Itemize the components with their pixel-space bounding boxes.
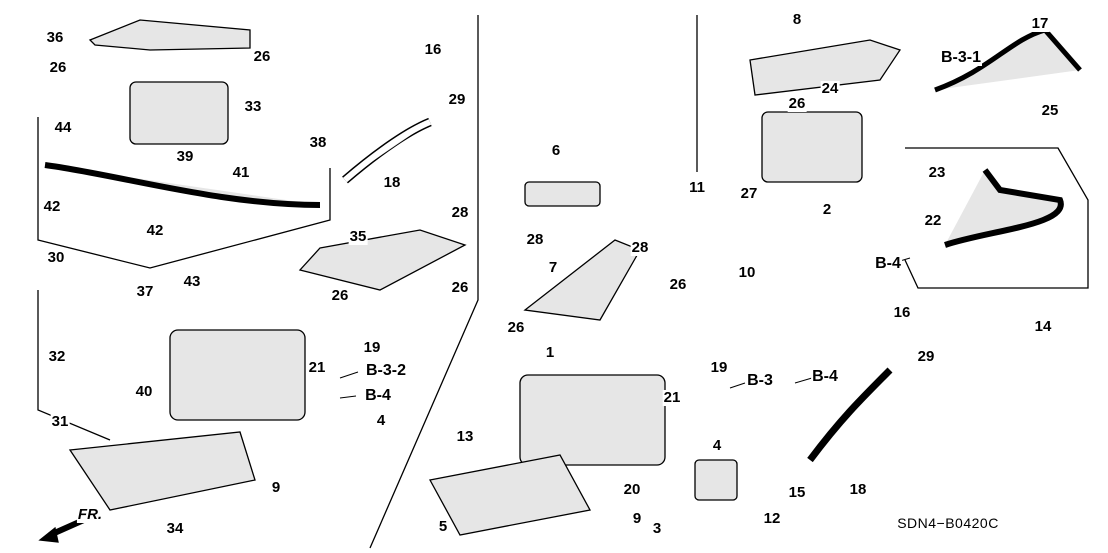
part-callout: 2	[821, 201, 833, 218]
reference-callout: B-3	[746, 372, 774, 389]
front-direction-label: FR.	[76, 506, 104, 523]
part-callout: 13	[455, 428, 475, 445]
part-callout: 29	[916, 348, 936, 365]
hose-part	[807, 367, 893, 463]
part-callout: 9	[631, 510, 643, 527]
part-callout: 34	[165, 520, 185, 537]
reference-callout: B-4	[364, 387, 392, 404]
part-callout: 36	[45, 29, 65, 46]
part-callout: 26	[48, 59, 68, 76]
part-callout: 37	[135, 283, 155, 300]
part-callout: 11	[688, 179, 706, 196]
bracket-part	[88, 19, 251, 51]
part-callout: 35	[348, 228, 368, 245]
hose-part	[343, 119, 432, 183]
part-callout: 12	[762, 510, 782, 527]
part-callout: 42	[42, 198, 62, 215]
reference-callout: B-3-1	[939, 49, 983, 66]
reference-callout: B-3-2	[364, 362, 408, 379]
part-callout: 40	[134, 383, 154, 400]
part-callout: 21	[307, 359, 327, 376]
part-callout: 26	[506, 319, 526, 336]
part-callout: 19	[709, 359, 729, 376]
part-callout: 9	[270, 479, 282, 496]
part-callout: 16	[423, 41, 443, 58]
reference-arrow	[339, 257, 911, 399]
canister-part	[761, 111, 863, 183]
part-callout: 6	[550, 142, 562, 159]
part-callout: 18	[848, 481, 868, 498]
part-callout: 4	[375, 412, 387, 429]
part-callout: 27	[739, 185, 759, 202]
part-callout: 29	[447, 91, 467, 108]
canister-part	[519, 374, 666, 466]
front-arrow-head	[38, 526, 59, 543]
part-callout: 8	[791, 11, 803, 28]
part-callout: 28	[450, 204, 470, 221]
part-callout: 43	[182, 273, 202, 290]
part-callout: 20	[622, 481, 642, 498]
part-callout: 23	[927, 164, 947, 181]
part-callout: 38	[308, 134, 328, 151]
part-callout: 5	[437, 518, 449, 535]
part-callout: 26	[330, 287, 350, 304]
bracket-part	[298, 229, 467, 291]
cover-part	[429, 454, 591, 536]
part-callout: 44	[53, 119, 73, 136]
part-callout: 41	[231, 164, 251, 181]
part-callout: 24	[820, 80, 840, 97]
part-callout: 28	[630, 239, 650, 256]
diagram-code: SDN4−B0420C	[896, 515, 1000, 531]
part-callout: 14	[1033, 318, 1053, 335]
part-callout: 42	[145, 222, 165, 239]
canister-part	[169, 329, 306, 421]
part-callout: 3	[651, 520, 663, 537]
part-callout: 26	[787, 95, 807, 112]
filter-part	[524, 181, 601, 207]
part-callout: 17	[1030, 15, 1050, 32]
part-callout: 10	[737, 264, 757, 281]
part-callout: 15	[787, 484, 807, 501]
bracket-part	[749, 39, 902, 96]
part-callout: 31	[50, 413, 70, 430]
part-callout: 4	[711, 437, 723, 454]
part-callout: 16	[892, 304, 912, 321]
part-callout: 26	[450, 279, 470, 296]
pipe-part	[44, 162, 321, 208]
divider-line	[369, 15, 479, 549]
valve-part	[694, 459, 738, 501]
part-callout: 26	[252, 48, 272, 65]
part-callout: 25	[1040, 102, 1060, 119]
part-callout: 1	[544, 344, 556, 361]
part-callout: 19	[362, 339, 382, 356]
group-outline	[37, 117, 331, 269]
part-callout: 21	[662, 389, 682, 406]
cover-part	[68, 431, 256, 511]
part-callout: 32	[47, 348, 67, 365]
part-callout: 18	[382, 174, 402, 191]
bracket-part	[523, 239, 641, 321]
part-callout: 22	[923, 212, 943, 229]
part-callout: 28	[525, 231, 545, 248]
hose-part	[944, 168, 1064, 248]
canister-filter-part	[129, 81, 229, 145]
part-callout: 7	[547, 259, 559, 276]
part-callout: 30	[46, 249, 66, 266]
part-callout: 33	[243, 98, 263, 115]
group-outline	[37, 290, 111, 441]
part-callout: 26	[668, 276, 688, 293]
group-outline	[904, 147, 1089, 289]
part-callout: 39	[175, 148, 195, 165]
reference-callout: B-4	[874, 255, 902, 272]
reference-callout: B-4	[811, 368, 839, 385]
